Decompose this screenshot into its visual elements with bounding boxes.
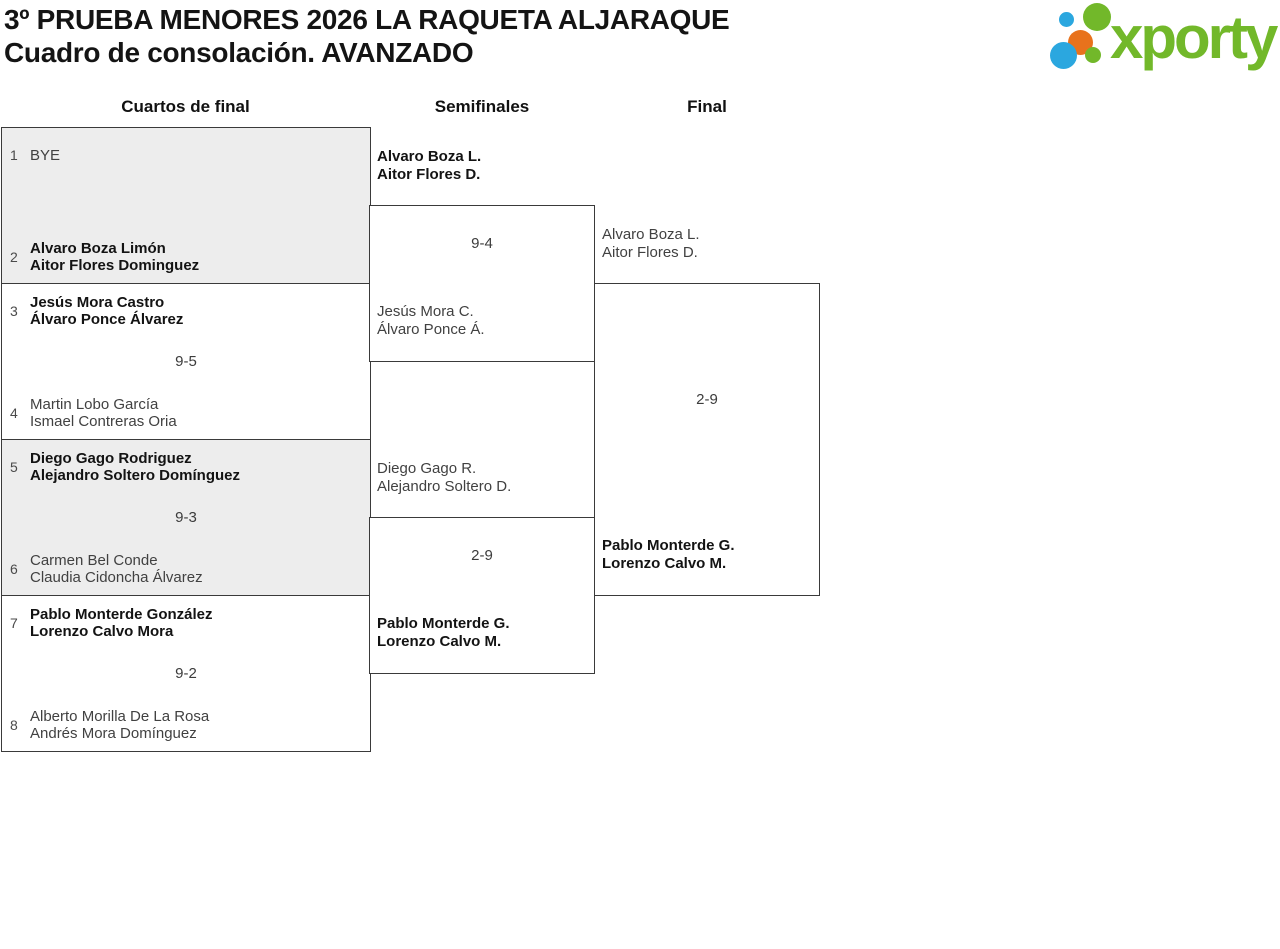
match-score: 9-3 — [175, 509, 197, 526]
seed-number: 6 — [10, 561, 18, 577]
player-name: Aitor Flores Dominguez — [30, 257, 200, 274]
team-slot-seed-5: 5 Diego Gago Rodriguez Alejandro Soltero… — [10, 450, 364, 484]
player-name: Pablo Monterde G. — [377, 615, 510, 632]
seed-number: 3 — [10, 303, 18, 319]
team-names: Diego Gago Rodriguez Alejandro Soltero D… — [30, 450, 240, 484]
player-name: Alvaro Boza L. — [377, 148, 482, 165]
advancing-team-top: Diego Gago R. Alejandro Soltero D. — [377, 460, 590, 496]
seed-number: 5 — [10, 459, 18, 475]
final-match: Alvaro Boza L. Aitor Flores D. 2-9 Pablo… — [594, 226, 820, 596]
player-name: Alvaro Boza Limón — [30, 240, 166, 257]
player-name: Lorenzo Calvo M. — [377, 633, 502, 650]
player-name: Álvaro Ponce Álvarez — [30, 311, 184, 328]
team-names: Carmen Bel Conde Claudia Cidoncha Álvare… — [30, 552, 203, 586]
player-name: Jesús Mora C. — [377, 303, 474, 320]
team-names: BYE — [30, 147, 60, 164]
player-name: Alvaro Boza L. — [602, 226, 700, 243]
advancing-team-top: Alvaro Boza L. Aitor Flores D. — [602, 226, 815, 262]
player-name: Alberto Morilla De La Rosa — [30, 708, 210, 725]
team-slot-seed-2: 2 Alvaro Boza Limón Aitor Flores Domingu… — [10, 240, 364, 274]
logo-dot-green-large-icon — [1083, 3, 1111, 31]
round-header-cuartos-de-final: Cuartos de final — [121, 97, 250, 116]
advancing-team-bottom: Pablo Monterde G. Lorenzo Calvo M. — [377, 615, 590, 651]
xporty-logo[interactable]: xporty — [1048, 3, 1278, 71]
xporty-wordmark: xporty — [1110, 4, 1278, 71]
page-title: 3º PRUEBA MENORES 2026 LA RAQUETA ALJARA… — [4, 4, 730, 35]
player-name: Alejandro Soltero D. — [377, 478, 512, 495]
round-header-semifinales: Semifinales — [434, 97, 530, 116]
player-name: Aitor Flores D. — [602, 244, 698, 261]
advancing-team-bottom: Jesús Mora C. Álvaro Ponce Á. — [377, 303, 590, 339]
team-names: Jesús Mora C. Álvaro Ponce Á. — [377, 303, 590, 339]
player-name: Claudia Cidoncha Álvarez — [30, 569, 203, 586]
team-slot-seed-7: 7 Pablo Monterde González Lorenzo Calvo … — [10, 606, 364, 640]
player-name: Pablo Monterde G. — [602, 537, 735, 554]
player-name: Diego Gago Rodriguez — [30, 450, 192, 467]
team-names: Pablo Monterde G. Lorenzo Calvo M. — [377, 615, 590, 651]
advancing-team-top: Alvaro Boza L. Aitor Flores D. — [377, 148, 590, 184]
player-name: Diego Gago R. — [377, 460, 477, 477]
player-name: Alejandro Soltero Domínguez — [30, 467, 241, 484]
player-name: Pablo Monterde González — [30, 606, 213, 623]
player-name: Lorenzo Calvo Mora — [30, 623, 174, 640]
seed-number: 4 — [10, 405, 18, 421]
match-score: 9-5 — [175, 353, 197, 370]
team-names: Alvaro Boza Limón Aitor Flores Dominguez — [30, 240, 199, 274]
logo-dot-blue-large-icon — [1050, 42, 1077, 69]
logo-dot-green-small-icon — [1085, 47, 1101, 63]
team-names: Alberto Morilla De La Rosa Andrés Mora D… — [30, 708, 209, 742]
quarterfinal-match-4: 7 Pablo Monterde González Lorenzo Calvo … — [1, 595, 371, 752]
team-names: Alvaro Boza L. Aitor Flores D. — [602, 226, 815, 262]
quarterfinal-match-2: 3 Jesús Mora Castro Álvaro Ponce Álvarez… — [1, 283, 371, 440]
seed-number: 2 — [10, 249, 18, 265]
semifinal-match-2: Diego Gago R. Alejandro Soltero D. 2-9 P… — [369, 460, 595, 674]
team-slot-seed-1: 1 BYE — [10, 138, 364, 172]
team-slot-seed-3: 3 Jesús Mora Castro Álvaro Ponce Álvarez — [10, 294, 364, 328]
team-names: Pablo Monterde G. Lorenzo Calvo M. — [602, 537, 815, 573]
team-slot-seed-6: 6 Carmen Bel Conde Claudia Cidoncha Álva… — [10, 552, 364, 586]
team-names: Alvaro Boza L. Aitor Flores D. — [377, 148, 590, 184]
match-score: 9-2 — [175, 665, 197, 682]
team-names: Jesús Mora Castro Álvaro Ponce Álvarez — [30, 294, 183, 328]
player-name: Andrés Mora Domínguez — [30, 725, 197, 742]
team-slot-seed-8: 8 Alberto Morilla De La Rosa Andrés Mora… — [10, 708, 364, 742]
quarterfinal-match-3: 5 Diego Gago Rodriguez Alejandro Soltero… — [1, 439, 371, 596]
player-name: Jesús Mora Castro — [30, 294, 165, 311]
player-name: Martin Lobo García — [30, 396, 159, 413]
match-score: 9-4 — [471, 235, 493, 252]
player-name: Aitor Flores D. — [377, 166, 481, 183]
advancing-team-bottom: Pablo Monterde G. Lorenzo Calvo M. — [602, 537, 815, 573]
logo-dot-blue-small-icon — [1059, 12, 1074, 27]
semifinal-match-1: Alvaro Boza L. Aitor Flores D. 9-4 Jesús… — [369, 148, 595, 362]
team-names: Pablo Monterde González Lorenzo Calvo Mo… — [30, 606, 213, 640]
quarterfinal-match-1: 1 BYE 2 Alvaro Boza Limón Aitor Flores D… — [1, 127, 371, 284]
round-header-final: Final — [687, 97, 727, 116]
player-name: Álvaro Ponce Á. — [377, 321, 485, 338]
team-names: Martin Lobo García Ismael Contreras Oria — [30, 396, 177, 430]
seed-number: 1 — [10, 147, 18, 163]
team-names: Diego Gago R. Alejandro Soltero D. — [377, 460, 590, 496]
seed-number: 8 — [10, 717, 18, 733]
player-name: Ismael Contreras Oria — [30, 413, 177, 430]
match-score: 2-9 — [696, 391, 718, 408]
page-subtitle: Cuadro de consolación. AVANZADO — [4, 37, 474, 68]
player-name: Carmen Bel Conde — [30, 552, 158, 569]
player-name: Lorenzo Calvo M. — [602, 555, 727, 572]
seed-number: 7 — [10, 615, 18, 631]
match-score: 2-9 — [471, 547, 493, 564]
team-slot-seed-4: 4 Martin Lobo García Ismael Contreras Or… — [10, 396, 364, 430]
player-name: BYE — [30, 146, 61, 164]
